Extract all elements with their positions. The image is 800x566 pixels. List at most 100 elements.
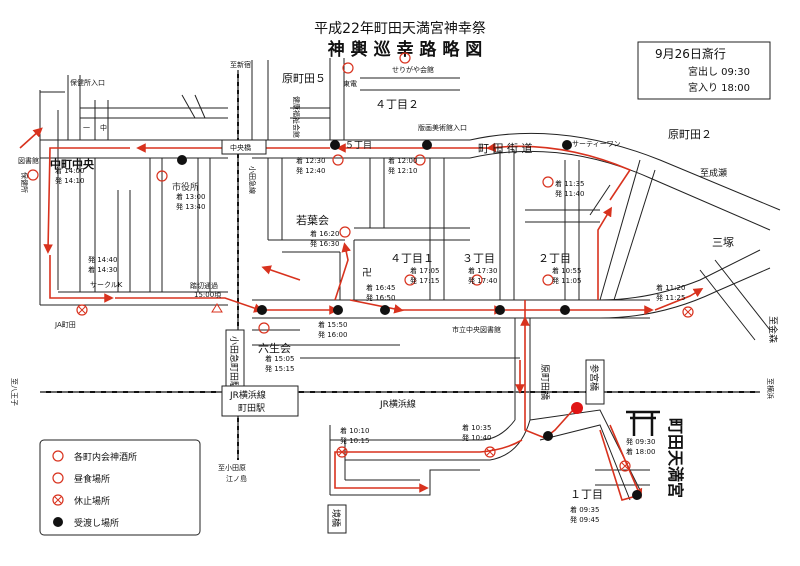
svg-text:至金森: 至金森 — [767, 316, 779, 343]
road-network — [39, 58, 781, 501]
svg-text:着 10:10: 着 10:10 — [340, 426, 369, 435]
svg-text:発 11:40: 発 11:40 — [555, 189, 584, 198]
label-mitsuzuka: 三塚 — [712, 236, 734, 249]
dot-icon — [632, 490, 642, 500]
ring-icon — [542, 176, 554, 188]
legend-label-2: 休止場所 — [74, 495, 110, 507]
dot-icon — [562, 140, 572, 150]
dot-icon — [543, 431, 553, 441]
dot-icon — [333, 305, 343, 315]
label-kanamori: 至金森 — [767, 316, 779, 343]
xring-icon — [76, 304, 88, 316]
svg-text:着 10:55: 着 10:55 — [552, 266, 581, 275]
svg-text:着 14:30: 着 14:30 — [88, 265, 117, 274]
label-naka: 中 — [100, 123, 107, 132]
xring-icon — [682, 306, 694, 318]
ring-icon — [471, 274, 483, 286]
svg-text:小田急線: 小田急線 — [248, 166, 257, 194]
svg-text:保健所: 保健所 — [20, 172, 29, 193]
svg-text:町田天満宮: 町田天満宮 — [666, 418, 685, 498]
label-chuokyo: 中央橋 — [230, 143, 251, 152]
label-ni: ２丁目 — [538, 252, 571, 265]
dot-icon — [380, 305, 390, 315]
svg-text:発 11:25: 発 11:25 — [656, 293, 685, 302]
label-ichi: １丁目 — [570, 488, 603, 501]
label-toshokan: 図書館 — [18, 156, 39, 165]
dot-icon — [330, 140, 340, 150]
title-line2: 神 輿 巡 幸 路 略 図 — [328, 39, 483, 60]
svg-text:発 17:40: 発 17:40 — [468, 276, 497, 285]
label-odakyu-sen: 小田急線 — [248, 166, 257, 194]
legend-label-0: 各町内会神酒所 — [74, 451, 137, 463]
svg-text:発 13:40: 発 13:40 — [176, 202, 205, 211]
label-yon2: ４丁目２ — [375, 98, 419, 111]
ring-icon — [156, 170, 168, 182]
svg-text:着 09:35: 着 09:35 — [570, 505, 599, 514]
svg-text:着 13:00: 着 13:00 — [176, 192, 205, 201]
svg-text:着 10:35: 着 10:35 — [462, 423, 491, 432]
torii-icon — [626, 410, 660, 436]
time-labels: 着 14:00 発 14:10 着 13:00 発 13:40 発 14:40 … — [55, 156, 685, 524]
label-shinjuku: 至新宿 — [230, 60, 251, 69]
label-yon1: ４丁目１ — [390, 252, 434, 265]
svg-text:着 12:30: 着 12:30 — [296, 156, 325, 165]
label-odawara: 至小田原 — [218, 463, 246, 472]
label-odakyu-eki: 小田急町田駅 — [228, 336, 240, 390]
svg-text:着 15:50: 着 15:50 — [318, 320, 347, 329]
legend-label-3: 受渡し場所 — [74, 517, 119, 529]
label-kenko: 健康福祉会館 — [292, 96, 301, 138]
label-sakai: 境橋 — [330, 509, 342, 527]
svg-text:発 16:50: 発 16:50 — [366, 293, 395, 302]
xring-icon — [484, 446, 496, 458]
ring-icon — [414, 154, 426, 166]
label-manji: 卍 — [362, 267, 372, 279]
label-haramachida2: 原町田２ — [668, 128, 712, 141]
svg-text:発 12:10: 発 12:10 — [388, 166, 417, 175]
ring-icon — [342, 62, 354, 74]
label-toshokan-chuo: 市立中央図書館 — [452, 325, 501, 334]
svg-text:参宮橋: 参宮橋 — [588, 364, 600, 391]
label-haramachida5: 原町田５ — [282, 72, 326, 85]
svg-text:着 12:00: 着 12:00 — [388, 156, 417, 165]
svg-text:発 10:40: 発 10:40 — [462, 433, 491, 442]
label-sa-one: サーティーワン — [572, 140, 621, 148]
label-hokenjo: 保健所入口 — [70, 78, 105, 87]
legend-xring-icon — [52, 494, 64, 506]
svg-text:至八王子: 至八王子 — [10, 378, 18, 406]
schedule-box: 9月26日斎行 宮出し 09:30 宮入り 18:00 — [637, 41, 771, 100]
label-toden: 東電 — [343, 79, 357, 88]
ring-icon — [258, 322, 270, 334]
svg-text:発 15:15: 発 15:15 — [265, 364, 294, 373]
schedule-date: 9月26日斎行 — [655, 46, 726, 61]
label-ja: JA町田 — [54, 321, 76, 329]
ring-icon — [339, 226, 351, 238]
svg-text:着 16:45: 着 16:45 — [366, 283, 395, 292]
label-shiyakusho: 市役所 — [172, 181, 199, 193]
crossing-icon — [211, 303, 223, 313]
svg-text:発 10:15: 発 10:15 — [340, 436, 369, 445]
dot-icon — [422, 140, 432, 150]
label-san: ３丁目 — [462, 252, 495, 265]
label-go: ５丁目 — [345, 140, 372, 151]
label-jr-line: JR横浜線 — [379, 398, 416, 410]
svg-text:着 11:20: 着 11:20 — [656, 283, 685, 292]
svg-text:発 16:00: 発 16:00 — [318, 330, 347, 339]
svg-text:発 14:10: 発 14:10 — [55, 176, 84, 185]
svg-text:境橋: 境橋 — [330, 509, 342, 527]
stop-markers — [27, 52, 694, 500]
dot-icon — [177, 155, 187, 165]
shrine-start-icon — [571, 402, 583, 414]
label-sakuru: サークルK — [90, 281, 123, 289]
label-hanga: 版画美術館入口 — [418, 123, 467, 132]
label-yokohama: 至横浜 — [766, 378, 775, 399]
label-hokenjo-small: 保健所 — [20, 172, 29, 193]
legend: 各町内会神酒所 昼食場所 休止場所 受渡し場所 — [39, 439, 201, 536]
label-sangu: 参宮橋 — [588, 364, 600, 391]
svg-text:至横浜: 至横浜 — [766, 378, 775, 399]
svg-text:発 12:40: 発 12:40 — [296, 166, 325, 175]
svg-text:着 16:20: 着 16:20 — [310, 229, 339, 238]
label-ichome: 一 — [83, 124, 90, 132]
ring-icon — [399, 52, 411, 64]
svg-text:健康福祉会館: 健康福祉会館 — [292, 96, 301, 138]
